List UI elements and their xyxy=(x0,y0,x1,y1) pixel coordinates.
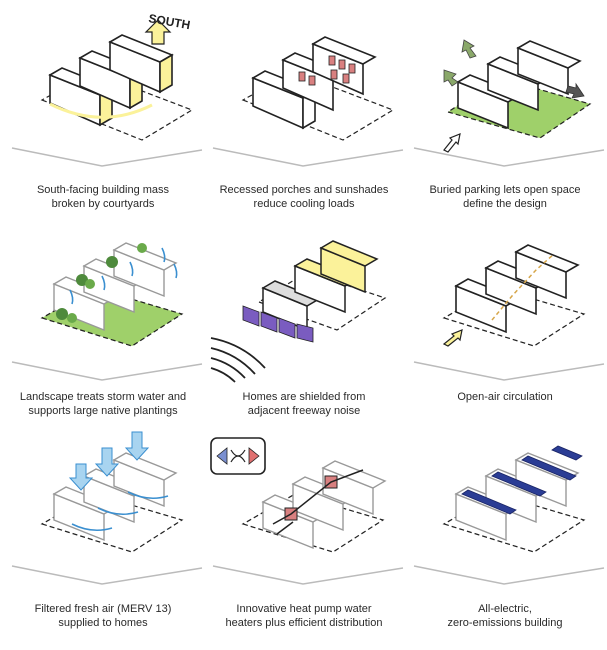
fresh-air-sketch xyxy=(11,431,203,585)
noise-sketch xyxy=(210,240,387,383)
caption-line: zero-emissions building xyxy=(447,617,563,629)
landscape-sketch xyxy=(11,242,203,381)
caption: Buried parking lets open space define th… xyxy=(410,183,600,211)
parking-sketch xyxy=(413,39,605,167)
caption-line: supports large native plantings xyxy=(28,405,178,417)
caption: Recessed porches and sunshades reduce co… xyxy=(209,183,399,211)
solar-sketch xyxy=(413,445,605,585)
caption-line: Filtered fresh air (MERV 13) xyxy=(34,603,172,615)
panel-open-air-circulation: Open-air circulation xyxy=(404,218,606,434)
panel-all-electric: All-electric, zero-emissions building xyxy=(404,424,606,640)
panel-heat-pump: Innovative heat pump water heaters plus … xyxy=(203,424,405,640)
caption-line: define the design xyxy=(463,198,547,210)
caption: Innovative heat pump water heaters plus … xyxy=(209,602,399,630)
caption-line: adjacent freeway noise xyxy=(247,405,361,417)
circulation-sketch xyxy=(413,244,605,381)
caption-line: supplied to homes xyxy=(58,617,148,629)
porches-sketch xyxy=(212,36,404,167)
caption: Filtered fresh air (MERV 13) supplied to… xyxy=(8,602,198,630)
massing-sketch: SOUTH xyxy=(11,11,203,167)
caption-line: reduce cooling loads xyxy=(253,198,355,210)
panel-landscape-stormwater: Landscape treats storm water and support… xyxy=(2,218,204,434)
caption: Homes are shielded from adjacent freeway… xyxy=(209,390,399,418)
caption-line: Buried parking lets open space xyxy=(429,184,581,196)
caption-line: Open-air circulation xyxy=(457,391,553,403)
caption: All-electric, zero-emissions building xyxy=(410,602,600,630)
panel-freeway-noise: Homes are shielded from adjacent freeway… xyxy=(203,218,405,434)
caption-line: South-facing building mass xyxy=(36,184,170,196)
caption-line: heaters plus efficient distribution xyxy=(225,617,383,629)
panel-buried-parking: Buried parking lets open space define th… xyxy=(404,0,606,216)
panel-recessed-porches: Recessed porches and sunshades reduce co… xyxy=(203,0,405,216)
panel-south-facing-mass: SOUTH South-facing building mass broken … xyxy=(2,0,204,216)
panel-fresh-air: Filtered fresh air (MERV 13) supplied to… xyxy=(2,424,204,640)
caption-line: broken by courtyards xyxy=(51,198,155,210)
caption-line: Recessed porches and sunshades xyxy=(219,184,389,196)
caption: Open-air circulation xyxy=(410,390,600,404)
caption: Landscape treats storm water and support… xyxy=(8,390,198,418)
caption-line: Innovative heat pump water xyxy=(236,603,372,615)
caption: South-facing building mass broken by cou… xyxy=(8,183,198,211)
heat-pump-sketch xyxy=(210,437,404,585)
caption-line: All-electric, xyxy=(478,603,532,615)
caption-line: Homes are shielded from xyxy=(242,391,366,403)
caption-line: Landscape treats storm water and xyxy=(19,391,187,403)
